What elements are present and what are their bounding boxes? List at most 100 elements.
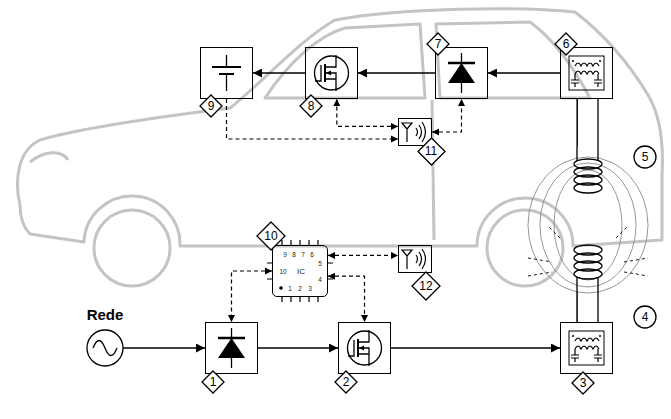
power-flow [358,72,435,74]
pin-number: 5 [318,261,322,268]
receiver-coil: 5 [570,146,606,196]
lc-filter-symbol [569,56,604,90]
compensation-block: 6 [560,47,613,99]
circle-outline [634,306,656,328]
power-flow [488,72,560,74]
callout-number: 1 [210,376,217,388]
power-flow [391,347,560,349]
callout-diamond: 2 [334,370,358,394]
circle-outline [634,146,656,168]
pin-number: 4 [318,277,322,284]
callout-diamond: 1 [201,370,225,394]
car-outline [17,9,662,286]
lc-filter-symbol [569,331,604,365]
rectifier-block: 1 [205,322,258,374]
grid-source: Rede [87,330,123,366]
power-flow [258,347,338,349]
sine-wave [93,341,117,356]
diamond-outline [200,95,222,117]
callout-diamond: 9 [199,94,223,118]
callout-circle: 5 [633,145,657,169]
diamond-outline [555,33,577,55]
antenna-symbol [402,249,426,269]
rear-wheel [487,210,563,286]
control-link [432,99,462,132]
mosfet-symbol [348,330,382,366]
power-flow [576,99,578,146]
source-circle [87,330,123,366]
ac-source [87,330,123,366]
power-flow [123,347,205,349]
coil-flipped [574,146,602,193]
controller-ic: 10IC98765104123 [272,245,328,297]
pin-number: 9 [283,252,287,259]
callout-diamond: 3 [571,371,595,395]
control-link [232,271,273,322]
compensation-block: 3 [560,322,613,374]
inverter-block: 2 [338,322,391,374]
transmitter-coil: 4 [570,242,606,292]
coil-symbol [574,146,602,193]
callout-diamond: 8 [299,94,323,118]
callout-number: 10 [264,230,277,242]
door-line [432,100,434,240]
callout-diamond: 7 [426,32,450,56]
callout-diamond: 6 [554,32,578,56]
callout-number: 7 [435,38,442,50]
mosfet-symbol [315,55,349,91]
pin-number: 3 [308,286,312,293]
callout-number: 12 [419,280,432,292]
battery-block: 9 [200,47,253,99]
pin-number: 2 [298,286,302,293]
control-link [337,99,398,126]
antenna-module: 12 [398,245,432,273]
diamond-outline [572,372,594,394]
battery-symbol [212,55,241,91]
callout-number: 6 [563,38,570,50]
callout-diamond: 11 [417,137,446,166]
callout-diamond: 12 [411,271,441,301]
converter-block: 8 [305,47,358,99]
callout-number: 5 [642,151,649,163]
coil-symbol [574,245,602,292]
front-window [265,24,425,98]
diamond-outline [335,371,357,393]
diode-symbol [448,53,475,93]
chip-label: IC [297,268,305,276]
diode-symbol [218,328,245,368]
antenna-symbol [402,122,426,142]
callout-number: 4 [642,311,649,323]
diamond-outline [257,222,285,250]
front-wheel [94,210,170,286]
wire [597,99,598,322]
control-link [227,99,399,139]
pin-number: 1 [288,286,292,293]
diamond-outline [427,33,449,55]
diamond-outline [300,95,322,117]
node-label: Rede [87,307,124,322]
callout-number: 11 [425,145,437,157]
pin-number: 10 [279,269,286,276]
callout-circle: 4 [633,305,657,329]
power-flow [576,292,578,322]
callout-number: 9 [208,100,215,112]
pin-number: 7 [301,252,305,259]
diamond-outline [418,138,445,165]
pin-number: 6 [310,252,314,259]
callout-number: 8 [308,100,315,112]
car-body [17,9,662,246]
diamond-outline [412,272,440,300]
diamond-outline [202,371,224,393]
rectifier-block: 7 [435,47,488,99]
callout-diamond: 10 [256,221,286,251]
antenna-module: 11 [398,118,432,146]
rear-window [436,22,590,98]
power-flow [253,72,305,74]
callout-number: 3 [580,377,587,389]
pin-number: 8 [292,252,296,259]
control-link [328,255,398,256]
control-link [328,276,365,322]
